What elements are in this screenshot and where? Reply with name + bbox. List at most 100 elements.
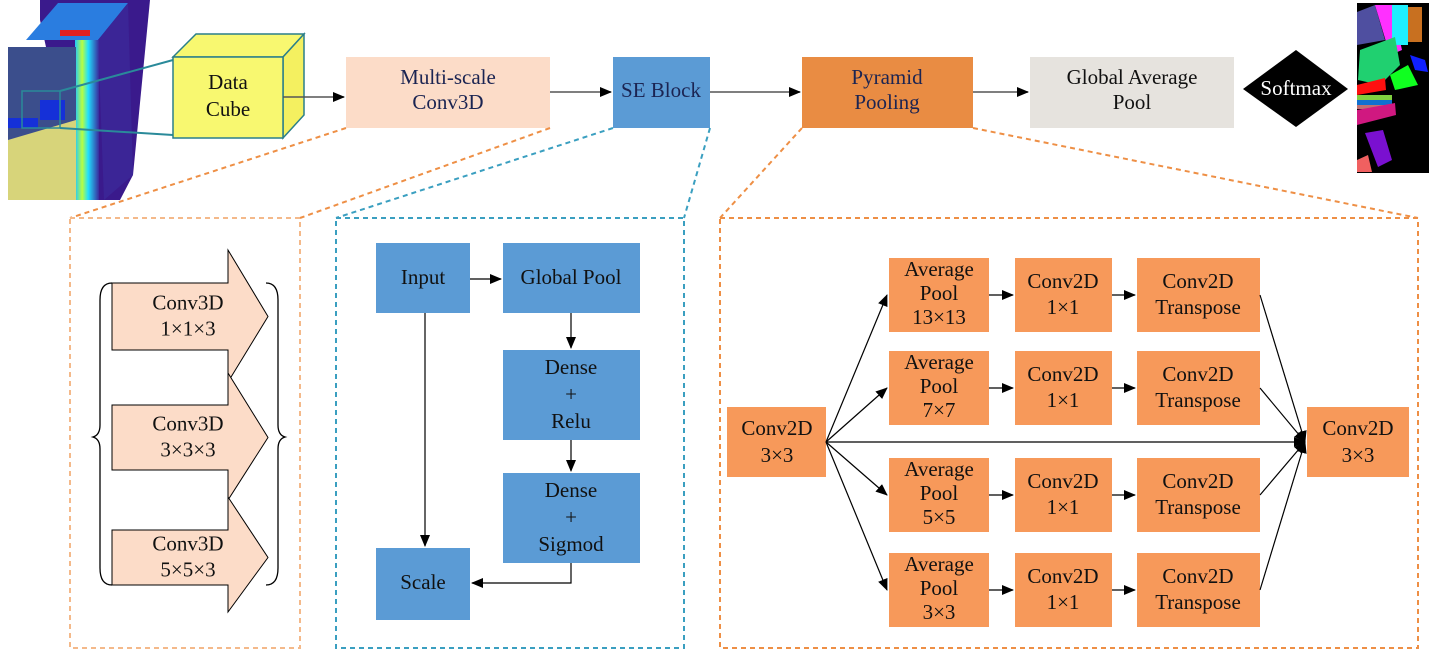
pyramid-input-label-2: 3×3 — [761, 443, 794, 467]
average-pool-label: 13×13 — [912, 305, 966, 329]
se-scale-label: Scale — [400, 570, 445, 594]
branch-arrow — [825, 294, 888, 443]
se-global-pool-label: Global Pool — [521, 265, 622, 289]
gap-label-2: Pool — [1113, 90, 1152, 114]
data-cube-label-2: Cube — [206, 97, 250, 121]
conv2d-1x1-block — [1015, 351, 1112, 425]
average-pool-label: Pool — [920, 374, 959, 398]
dense-sigmod-label-2: + — [565, 505, 577, 529]
merge-arrow — [1259, 294, 1307, 443]
conv2d-1x1-label: Conv2D — [1027, 469, 1098, 493]
conv2d-1x1-label: Conv2D — [1027, 564, 1098, 588]
hyperspectral-cube-image — [8, 0, 174, 200]
conv2d-transpose-label: Transpose — [1155, 495, 1241, 519]
global-average-pool-block: Global Average Pool — [1030, 57, 1234, 128]
average-pool-block — [889, 553, 989, 627]
se-global-pool-block: Global Pool — [503, 243, 640, 313]
dense-relu-label-3: Relu — [551, 409, 591, 433]
dense-relu-label-1: Dense — [545, 355, 597, 379]
conv2d-1x1-label: 1×1 — [1047, 495, 1080, 519]
average-pool-block — [889, 351, 989, 425]
se-input-block: Input — [376, 243, 470, 313]
zoom-connectors — [69, 127, 1419, 219]
data-cube: Data Cube — [171, 32, 306, 140]
conv3d-branch-kernel: 1×1×3 — [160, 316, 215, 340]
branch-arrow — [825, 441, 888, 496]
conv2d-transpose-block — [1137, 351, 1260, 425]
conv2d-transpose-block — [1137, 458, 1260, 532]
branch-arrow — [825, 387, 888, 443]
average-pool-label: Pool — [920, 576, 959, 600]
pyramid-output-label-1: Conv2D — [1322, 416, 1393, 440]
average-pool-block — [889, 458, 989, 532]
se-arrows — [420, 274, 576, 588]
se-block-label: SE Block — [621, 78, 701, 102]
pyramid-label-1: Pyramid — [851, 65, 923, 89]
multiscale-label-2: Conv3D — [412, 90, 483, 114]
softmax-label: Softmax — [1260, 76, 1332, 100]
dense-sigmod-label-1: Dense — [545, 478, 597, 502]
average-pool-label: Average — [904, 552, 974, 576]
pyramid-input-label-1: Conv2D — [741, 416, 812, 440]
average-pool-label: Pool — [920, 481, 959, 505]
pyramid-pooling-block: Pyramid Pooling — [802, 57, 973, 128]
dense-sigmod-label-3: Sigmod — [538, 532, 604, 556]
conv2d-transpose-label: Transpose — [1155, 388, 1241, 412]
conv3d-branch-label: Conv3D — [152, 290, 223, 314]
se-input-label: Input — [401, 265, 445, 289]
conv3d-branch-label: Conv3D — [152, 531, 223, 555]
pyramid-input-conv: Conv2D 3×3 — [727, 407, 826, 477]
conv2d-1x1-block — [1015, 458, 1112, 532]
average-pool-label: 5×5 — [923, 505, 956, 529]
average-pool-label: Average — [904, 257, 974, 281]
pyramid-output-label-2: 3×3 — [1342, 443, 1375, 467]
average-pool-block — [889, 258, 989, 332]
conv2d-transpose-label: Transpose — [1155, 590, 1241, 614]
conv2d-transpose-block — [1137, 258, 1260, 332]
average-pool-label: Average — [904, 350, 974, 374]
se-scale-block: Scale — [376, 548, 470, 620]
conv2d-1x1-block — [1015, 553, 1112, 627]
conv3d-branch-kernel: 3×3×3 — [160, 437, 215, 461]
dense-relu-label-2: + — [565, 382, 577, 406]
pyramid-label-2: Pooling — [854, 90, 920, 114]
average-pool-label: 3×3 — [923, 600, 956, 624]
gap-label-1: Global Average — [1067, 65, 1198, 89]
se-dense-relu-block: Dense + Relu — [503, 350, 640, 440]
conv3d-branch-label: Conv3D — [152, 411, 223, 435]
conv2d-1x1-block — [1015, 258, 1112, 332]
multiscale-conv3d-block: Multi-scale Conv3D — [346, 57, 550, 128]
conv2d-transpose-label: Conv2D — [1162, 564, 1233, 588]
conv2d-1x1-label: 1×1 — [1047, 590, 1080, 614]
classification-map-image — [1357, 3, 1429, 173]
conv2d-transpose-label: Transpose — [1155, 295, 1241, 319]
merge-arrow — [1259, 441, 1307, 591]
average-pool-label: Average — [904, 457, 974, 481]
conv3d-branch-kernel: 5×5×3 — [160, 557, 215, 581]
conv2d-transpose-label: Conv2D — [1162, 469, 1233, 493]
conv2d-transpose-label: Conv2D — [1162, 362, 1233, 386]
multiscale-label-1: Multi-scale — [400, 65, 496, 89]
se-dense-sigmod-block: Dense + Sigmod — [503, 473, 640, 563]
conv2d-1x1-label: 1×1 — [1047, 295, 1080, 319]
conv2d-1x1-label: Conv2D — [1027, 269, 1098, 293]
right-brace — [265, 282, 288, 586]
data-cube-label-1: Data — [208, 70, 248, 94]
se-detail-panel: Input Global Pool Dense + Relu Dense + S… — [335, 217, 685, 649]
pyramid-output-conv: Conv2D 3×3 — [1307, 407, 1409, 477]
pyramid-detail-panel: Conv2D 3×3 Conv2D 3×3 AveragePool13×13Co… — [719, 217, 1419, 649]
average-pool-label: Pool — [920, 281, 959, 305]
average-pool-label: 7×7 — [923, 398, 956, 422]
conv2d-1x1-label: 1×1 — [1047, 388, 1080, 412]
branch-arrow — [825, 441, 888, 591]
left-brace — [90, 282, 113, 586]
conv2d-1x1-label: Conv2D — [1027, 362, 1098, 386]
